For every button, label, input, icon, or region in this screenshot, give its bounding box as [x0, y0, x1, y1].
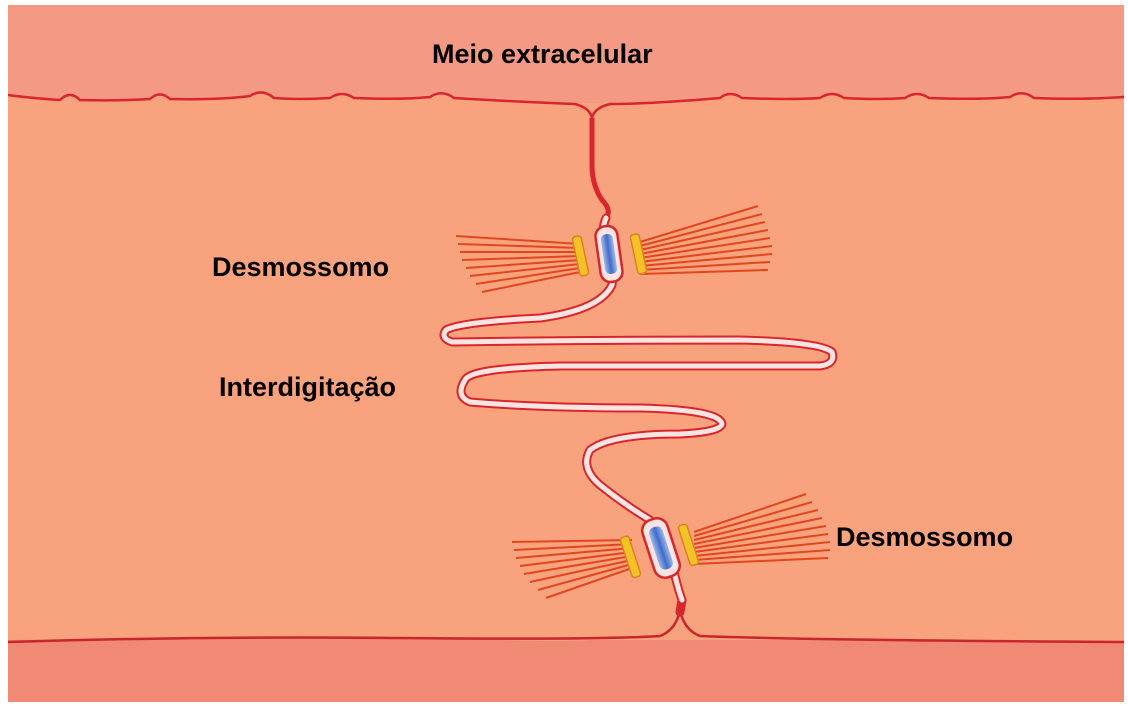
label-interdigitation: Interdigitação	[219, 371, 396, 403]
label-extracellular: Meio extracelular	[432, 38, 653, 70]
label-desmosome-lower: Desmossomo	[836, 521, 1013, 553]
label-desmosome-upper: Desmossomo	[212, 251, 389, 283]
